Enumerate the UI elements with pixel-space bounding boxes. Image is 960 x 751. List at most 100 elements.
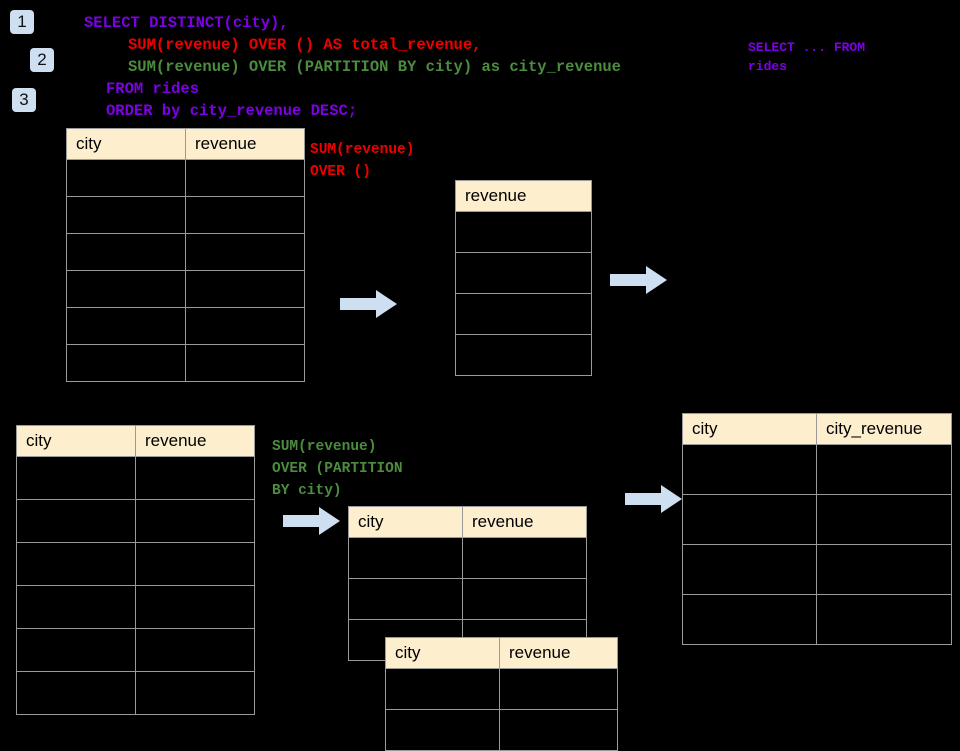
column-header-city: city — [66, 128, 186, 160]
table-row — [348, 537, 587, 579]
table-row — [66, 159, 305, 197]
table-row — [682, 594, 952, 645]
flow-arrow-right-icon — [610, 266, 667, 294]
table-cell — [816, 544, 952, 595]
table-row — [385, 709, 618, 751]
table-cell — [185, 344, 305, 382]
table-body — [682, 444, 952, 645]
table-row — [16, 456, 255, 500]
table-cell — [135, 585, 255, 629]
table-row — [682, 494, 952, 545]
table-row — [455, 334, 592, 376]
table-row — [66, 196, 305, 234]
table-cell — [135, 456, 255, 500]
table-cell — [682, 594, 817, 645]
table-cell — [66, 344, 186, 382]
table-cell — [135, 542, 255, 586]
table-source-bottom: city revenue — [16, 425, 255, 715]
diagram-canvas: 1 2 3 SELECT DISTINCT(city), SUM(revenue… — [10, 10, 952, 751]
table-cell — [455, 334, 592, 376]
callout-sum-over-partition: SUM(revenue) OVER (PARTITION BY city) — [272, 439, 403, 499]
table-cell — [816, 444, 952, 495]
table-cell — [462, 578, 587, 620]
table-cell — [16, 499, 136, 543]
table-cell — [682, 444, 817, 495]
table-header-row: city revenue — [385, 637, 618, 669]
table-cell — [455, 252, 592, 294]
table-total-revenue: revenue — [455, 180, 592, 376]
table-cell — [385, 668, 500, 710]
table-row — [66, 344, 305, 382]
table-row — [66, 307, 305, 345]
column-header-revenue: revenue — [185, 128, 305, 160]
table-row — [66, 233, 305, 271]
table-row — [16, 542, 255, 586]
table-cell — [816, 594, 952, 645]
table-partition-group-b: city revenue — [385, 637, 618, 751]
table-cell — [66, 159, 186, 197]
table-row — [682, 444, 952, 495]
flow-arrow-right-icon — [340, 290, 397, 318]
table-row — [16, 499, 255, 543]
step-badge-3: 3 — [12, 88, 36, 112]
table-cell — [816, 494, 952, 545]
flow-arrow-right-icon — [283, 507, 340, 535]
table-body — [455, 211, 592, 376]
table-body — [385, 668, 618, 751]
table-cell — [16, 671, 136, 715]
sql-line-sum-over-empty: SUM(revenue) OVER () AS total_revenue, — [128, 36, 482, 54]
sql-line-from: FROM rides — [106, 80, 200, 98]
step-badge-1: 1 — [10, 10, 34, 34]
table-cell — [462, 537, 587, 579]
table-cell — [66, 307, 186, 345]
table-cell — [682, 494, 817, 545]
table-row — [16, 671, 255, 715]
table-row — [455, 252, 592, 294]
table-row — [16, 585, 255, 629]
sql-line-sum-over-partition: SUM(revenue) OVER (PARTITION BY city) as… — [128, 58, 621, 76]
table-cell — [66, 270, 186, 308]
column-header-city: city — [682, 413, 817, 445]
step-badge-2: 2 — [30, 48, 54, 72]
table-cell — [16, 628, 136, 672]
table-cell — [185, 233, 305, 271]
callout-sum-over-empty: SUM(revenue) OVER () — [310, 142, 415, 180]
table-cell — [385, 709, 500, 751]
table-body — [66, 159, 305, 382]
sql-line-order-by: ORDER by city_revenue DESC; — [106, 102, 358, 120]
column-header-city: city — [385, 637, 500, 669]
table-cell — [135, 671, 255, 715]
table-cell — [499, 709, 618, 751]
table-row — [66, 270, 305, 308]
table-header-row: city city_revenue — [682, 413, 952, 445]
table-cell — [348, 578, 463, 620]
table-cell — [185, 159, 305, 197]
table-row — [455, 293, 592, 335]
table-row — [455, 211, 592, 253]
column-header-revenue: revenue — [462, 506, 587, 538]
table-cell — [348, 537, 463, 579]
table-row — [348, 578, 587, 620]
column-header-revenue: revenue — [455, 180, 592, 212]
callout-select-from: SELECT ... FROM rides — [748, 40, 866, 74]
table-row — [16, 628, 255, 672]
table-header-row: revenue — [455, 180, 592, 212]
table-cell — [16, 542, 136, 586]
table-header-row: city revenue — [16, 425, 255, 457]
table-cell — [135, 499, 255, 543]
column-header-revenue: revenue — [499, 637, 618, 669]
table-cell — [455, 211, 592, 253]
table-row — [682, 544, 952, 595]
table-result: city city_revenue — [682, 413, 952, 645]
table-cell — [135, 628, 255, 672]
table-body — [16, 456, 255, 715]
table-row — [385, 668, 618, 710]
table-source-top: city revenue — [66, 128, 305, 382]
table-cell — [499, 668, 618, 710]
sql-line-select-distinct: SELECT DISTINCT(city), — [84, 14, 289, 32]
table-cell — [455, 293, 592, 335]
table-header-row: city revenue — [66, 128, 305, 160]
table-cell — [66, 233, 186, 271]
flow-arrow-right-icon — [625, 485, 682, 513]
table-cell — [185, 307, 305, 345]
